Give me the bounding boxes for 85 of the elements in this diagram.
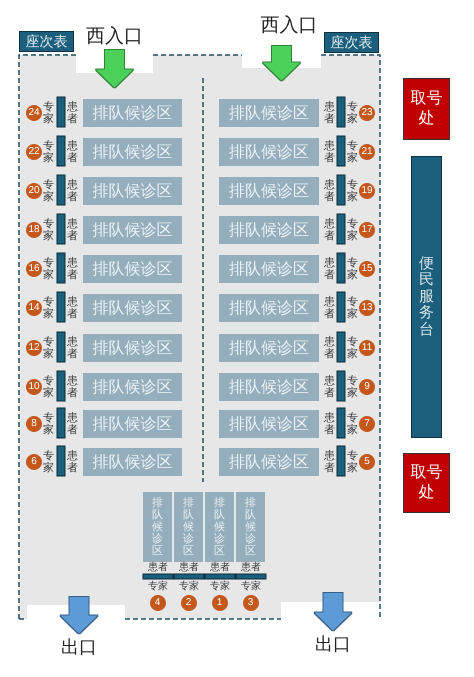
seat-label: 专家 [43, 296, 54, 320]
seat-label: 专家 [43, 140, 54, 164]
waiting-area-box: 排队候诊区 [143, 492, 172, 562]
seat-label: 专家 [43, 375, 54, 400]
waiting-area-box: 排队候诊区 [83, 216, 182, 244]
seat-label: 专家 [347, 257, 358, 282]
seat-label: 患者 [209, 562, 231, 574]
exit-label: 出口 [58, 636, 100, 658]
seat-label: 患者 [324, 257, 335, 282]
seat-label: 患者 [67, 257, 78, 282]
seat-label: 专家 [178, 581, 200, 593]
seat-label: 专家 [43, 101, 54, 126]
seat-label: 患者 [67, 140, 78, 164]
waiting-area-box: 排队候诊区 [219, 99, 319, 127]
waiting-area-box: 排队候诊区 [219, 334, 319, 362]
seat-label: 患者 [324, 336, 335, 360]
seat-label: 专家 [209, 581, 231, 593]
seat-label: 患者 [67, 412, 78, 436]
seat-label: 患者 [324, 296, 335, 320]
seat-label: 专家 [43, 179, 54, 204]
waiting-area-box: 排队候诊区 [83, 294, 182, 322]
seat-label: 患者 [67, 336, 78, 360]
seat-label: 患者 [324, 450, 335, 474]
exit-label: 出口 [312, 633, 354, 655]
waiting-area-box: 排队候诊区 [219, 177, 319, 205]
seat-label: 患者 [324, 218, 335, 242]
waiting-area-box: 排队候诊区 [219, 138, 319, 166]
waiting-area-box: 排队候诊区 [219, 373, 319, 401]
waiting-area-box: 排队候诊区 [219, 294, 319, 322]
waiting-area-box: 排队候诊区 [83, 448, 182, 476]
waiting-area-box: 排队候诊区 [83, 99, 182, 127]
seat-label: 专家 [43, 450, 54, 474]
ticket-counter-box: 取号处 [403, 453, 450, 513]
waiting-area-box: 排队候诊区 [219, 255, 319, 283]
seat-label: 专家 [347, 336, 358, 360]
waiting-area-box: 排队候诊区 [219, 216, 319, 244]
seat-label: 患者 [178, 562, 200, 574]
waiting-area-box: 排队候诊区 [219, 410, 319, 438]
seat-label: 专家 [147, 581, 169, 593]
seat-label: 患者 [147, 562, 169, 574]
seat-label: 专家 [347, 179, 358, 204]
seat-label: 患者 [67, 296, 78, 320]
entrance-label: 西入口 [256, 13, 322, 37]
arrow [263, 46, 300, 80]
waiting-area-box: 排队候诊区 [83, 373, 182, 401]
seating-chart-sign: 座次表 [324, 32, 379, 53]
seat-label: 专家 [43, 257, 54, 282]
waiting-area-box: 排队候诊区 [174, 492, 203, 562]
arrow [60, 597, 98, 634]
seat-label: 专家 [347, 218, 358, 242]
seat-label: 专家 [347, 375, 358, 400]
seat-label: 专家 [43, 218, 54, 242]
seat-label: 专家 [347, 412, 358, 436]
waiting-area-box: 排队候诊区 [83, 410, 182, 438]
seat-label: 患者 [240, 562, 262, 574]
seat-label: 患者 [67, 450, 78, 474]
seating-chart-sign: 座次表 [19, 31, 74, 52]
waiting-area-box: 排队候诊区 [83, 334, 182, 362]
seat-label: 患者 [67, 218, 78, 242]
seat-label: 专家 [347, 296, 358, 320]
entrance-label: 西入口 [81, 24, 148, 48]
ticket-counter-box: 取号处 [403, 78, 450, 140]
waiting-area-box: 排队候诊区 [236, 492, 265, 562]
seat-label: 患者 [324, 412, 335, 436]
waiting-area-box: 排队候诊区 [83, 255, 182, 283]
seat-label: 患者 [324, 375, 335, 400]
seat-label: 专家 [240, 581, 262, 593]
arrow [96, 50, 133, 88]
seat-label: 专家 [43, 412, 54, 436]
waiting-area-box: 排队候诊区 [83, 138, 182, 166]
service-desk-box: 便民服务台 [411, 156, 442, 438]
waiting-area-box: 排队候诊区 [219, 448, 319, 476]
seat-label: 患者 [324, 101, 335, 126]
seat-label: 专家 [347, 450, 358, 474]
seat-label: 患者 [324, 140, 335, 164]
seat-label: 患者 [324, 179, 335, 204]
seat-label: 患者 [67, 101, 78, 126]
arrow [314, 593, 352, 630]
seat-label: 专家 [43, 336, 54, 360]
seat-label: 专家 [347, 140, 358, 164]
seat-label: 患者 [67, 375, 78, 400]
seat-label: 患者 [67, 179, 78, 204]
waiting-area-box: 排队候诊区 [205, 492, 234, 562]
waiting-area-box: 排队候诊区 [83, 177, 182, 205]
seat-label: 专家 [347, 101, 358, 126]
